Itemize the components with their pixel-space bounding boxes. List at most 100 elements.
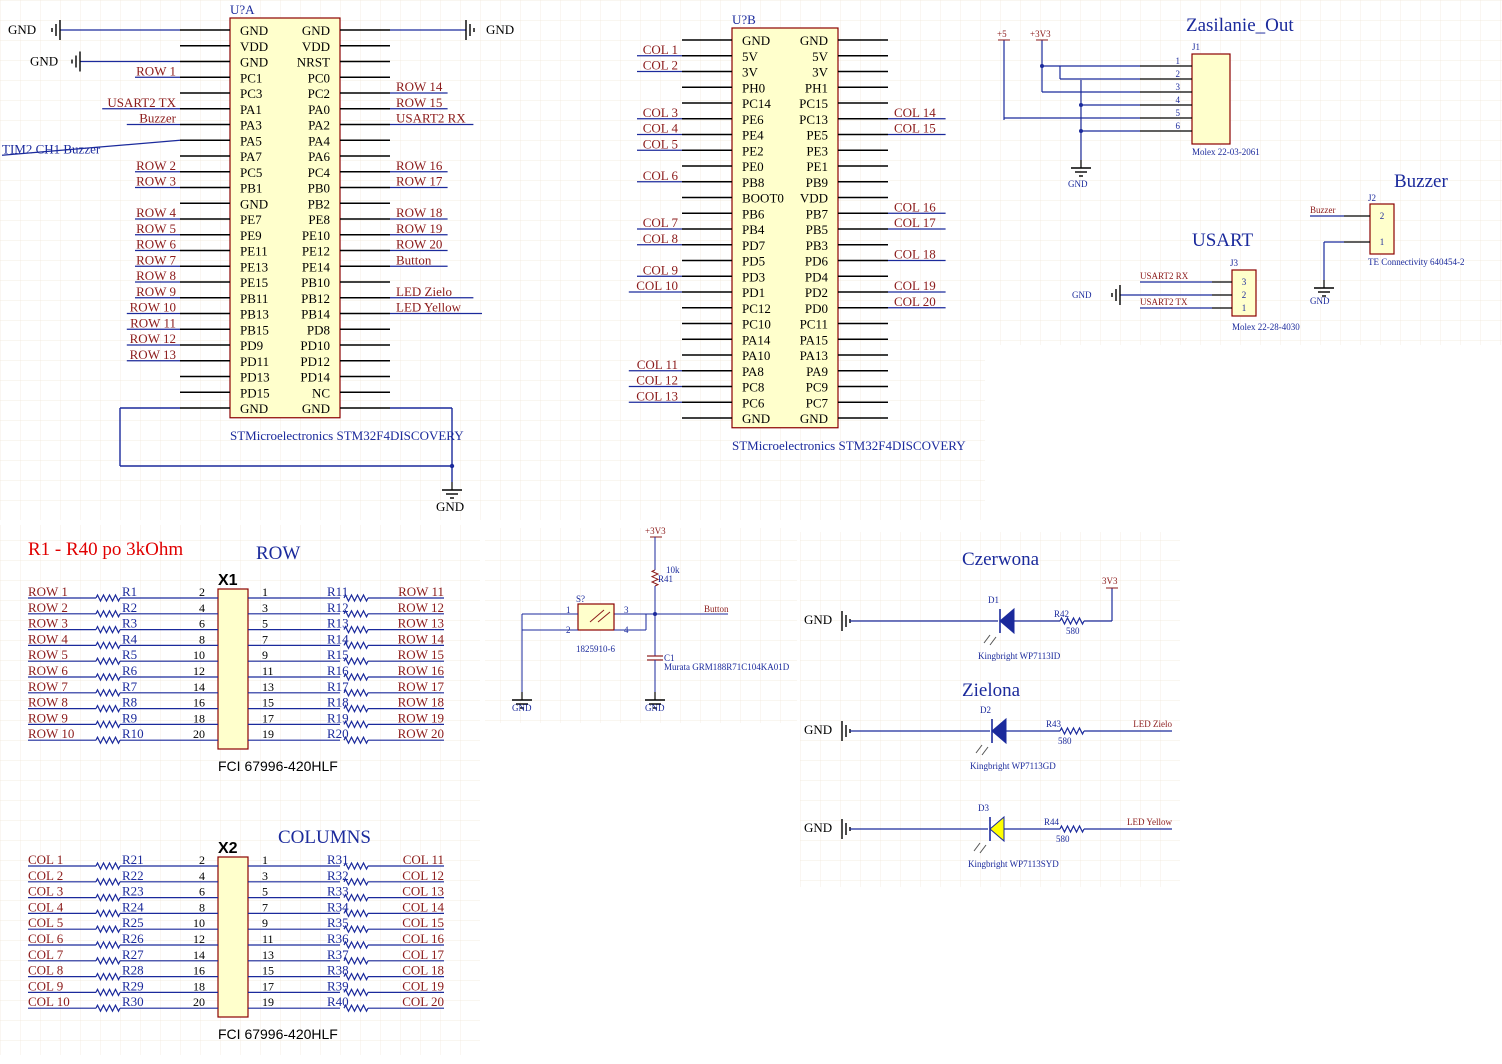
button-supply-label: +3V3	[645, 526, 666, 536]
j1-pin-number: 3	[1176, 82, 1181, 92]
pin-name-left: PC12	[742, 301, 771, 316]
net-label-right: COL 17	[894, 215, 936, 230]
right-net-label: COL 16	[402, 931, 444, 946]
left-net-label: ROW 1	[28, 584, 68, 599]
right-pin-number: 15	[262, 696, 274, 710]
pin-name-right: PE14	[302, 259, 331, 274]
pin-name-left: PB4	[742, 222, 765, 237]
resistor-R25	[95, 924, 121, 934]
left-net-label: ROW 10	[28, 726, 74, 741]
left-pin-number: 18	[193, 979, 205, 993]
resistor-R21	[95, 861, 121, 871]
resistor-R16	[343, 672, 369, 682]
pin-name-right: GND	[800, 33, 828, 48]
resistor-R2	[95, 609, 121, 619]
pin-name-left: PC14	[742, 96, 771, 111]
ic-designator: U?A	[230, 2, 255, 17]
pin-name-right: PA13	[800, 348, 828, 363]
net-label-right: ROW 19	[396, 221, 442, 236]
left-net-label: COL 9	[28, 978, 63, 993]
pin-name-left: PA5	[240, 133, 262, 148]
pin-name-left: PC1	[240, 70, 262, 85]
net-label-right: ROW 17	[396, 174, 443, 189]
pin-name-left: PE0	[742, 159, 764, 174]
pin-name-left: PC3	[240, 86, 262, 101]
net-label-left: ROW 5	[136, 221, 176, 236]
led-resistor-value: 580	[1056, 834, 1070, 844]
switch-contact	[589, 609, 605, 623]
pin-name-right: PA6	[308, 149, 330, 164]
resistor-R33	[343, 893, 369, 902]
right-net-label: COL 18	[402, 963, 444, 978]
net-label-left: COL 3	[643, 105, 678, 120]
pin-name-left: PE9	[240, 228, 262, 243]
switch-part: 1825910-6	[576, 644, 615, 654]
right-pin-number: 1	[262, 585, 268, 599]
resistor-R42	[1059, 616, 1085, 626]
left-resistor-label: R8	[122, 695, 137, 710]
left-resistor-label: R30	[122, 994, 144, 1009]
led-net-label: LED Yellow	[1127, 817, 1173, 827]
net-label-left: USART2 TX	[107, 95, 176, 110]
resistor-R9	[95, 720, 121, 729]
resistor-R18	[343, 704, 369, 713]
pin-name-right: PH1	[805, 80, 828, 95]
pin-name-right: PC4	[308, 165, 331, 180]
pin-name-left: PE11	[240, 244, 268, 259]
net-label-left: COL 11	[637, 357, 678, 372]
resistor-R4	[95, 641, 121, 650]
switch-pin-3: 3	[624, 605, 629, 615]
pin-name-right: NRST	[297, 55, 330, 70]
pin-name-left: PB8	[742, 175, 764, 190]
net-line	[1, 139, 181, 156]
net-label-left: COL 7	[643, 215, 679, 230]
ic-body	[229, 17, 341, 419]
pin-name-right: GND	[302, 23, 330, 38]
button-net-label: Button	[704, 604, 729, 614]
pin-name-left: BOOT0	[742, 191, 784, 206]
net-label-left: COL 13	[636, 388, 678, 403]
net-label-right: COL 15	[894, 121, 936, 136]
resistor-R28	[95, 972, 121, 981]
j1-pin-number: 1	[1176, 56, 1181, 66]
gnd-label-cap: GND	[645, 703, 665, 713]
pin-name-left: GND	[742, 33, 770, 48]
resistor-R15	[343, 656, 369, 666]
right-resistor-label: R31	[327, 852, 349, 867]
left-net-label: ROW 4	[28, 631, 68, 646]
right-pin-number: 5	[262, 617, 268, 631]
led-gnd-label: GND	[804, 612, 832, 627]
left-net-label: ROW 6	[28, 663, 68, 678]
resistor-R38	[343, 972, 369, 981]
right-resistor-label: R38	[327, 963, 349, 978]
left-net-label: COL 2	[28, 868, 63, 883]
right-net-label: ROW 11	[398, 584, 444, 599]
right-resistor-label: R11	[327, 584, 348, 599]
net-label-left: ROW 2	[136, 158, 176, 173]
resistor-R20	[343, 735, 369, 745]
pin-name-left: PH0	[742, 80, 765, 95]
left-pin-number: 12	[193, 664, 205, 678]
net-label-left: COL 6	[643, 168, 679, 183]
resistor-R1	[95, 593, 121, 603]
led-supply-label: 3V3	[1102, 576, 1118, 586]
pin-name-left: PE7	[240, 212, 262, 227]
left-resistor-label: R6	[122, 663, 138, 678]
pin-name-right: PD14	[300, 370, 330, 385]
right-pin-number: 1	[262, 853, 268, 867]
left-resistor-label: R23	[122, 884, 144, 899]
left-pin-number: 8	[199, 900, 205, 914]
net-label-left: COL 9	[643, 262, 678, 277]
pin-name-left: PC6	[742, 395, 765, 410]
pin-name-right: PE1	[806, 159, 828, 174]
resistor-R12	[343, 609, 369, 619]
resistor-R44	[1059, 824, 1085, 834]
pin-name-left: GND	[240, 401, 268, 416]
left-pin-number: 20	[193, 727, 205, 741]
right-pin-number: 3	[262, 869, 268, 883]
pin-name-right: PD2	[805, 285, 828, 300]
